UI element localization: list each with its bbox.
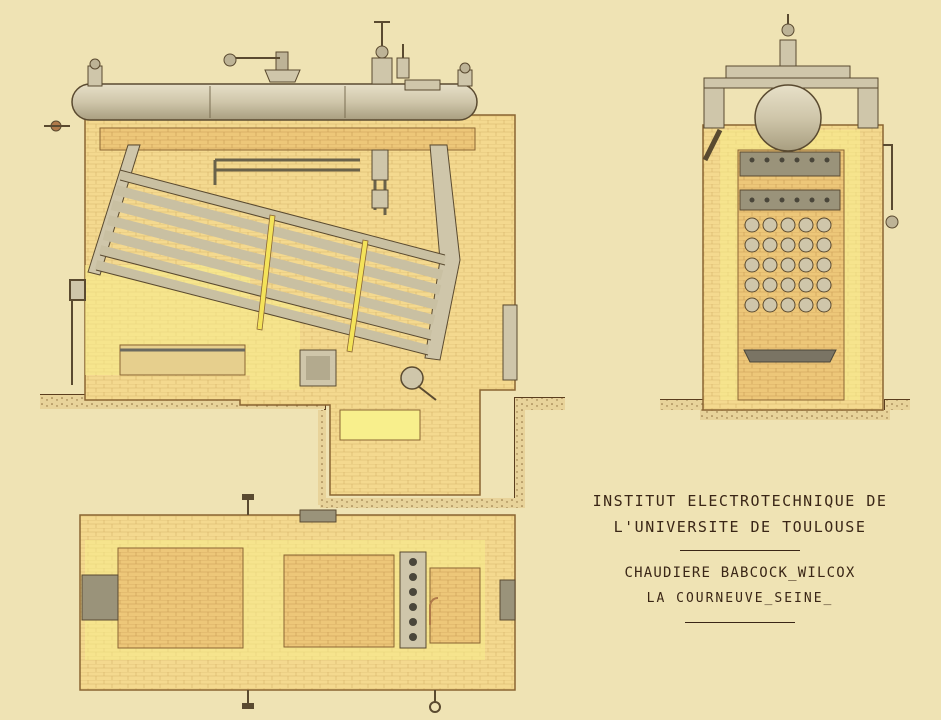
- plan-view: [79, 494, 516, 713]
- title-block: INSTITUT ELECTROTECHNIQUE DE L'UNIVERSIT…: [570, 484, 910, 623]
- mud-drum: [400, 366, 424, 390]
- superheater: [213, 155, 387, 215]
- title-divider: [680, 550, 800, 551]
- institution-title: INSTITUT ELECTROTECHNIQUE DE: [592, 492, 888, 510]
- boiler-title: CHAUDIERE BABCOCK_WILCOX: [624, 565, 856, 581]
- end-elevation: [660, 14, 910, 420]
- ground-line: [40, 394, 565, 501]
- combustion-chamber: [117, 547, 244, 649]
- end-steam-drum: [754, 84, 822, 152]
- tube-ends: [744, 217, 832, 313]
- university-title: L'UNIVERSITE DE TOULOUSE: [613, 518, 867, 536]
- steam-drum: [71, 83, 478, 121]
- bottom-divider: [685, 622, 795, 623]
- location-title: LA COURNEUVE_SEINE_: [646, 591, 834, 606]
- side-elevation: [40, 21, 565, 508]
